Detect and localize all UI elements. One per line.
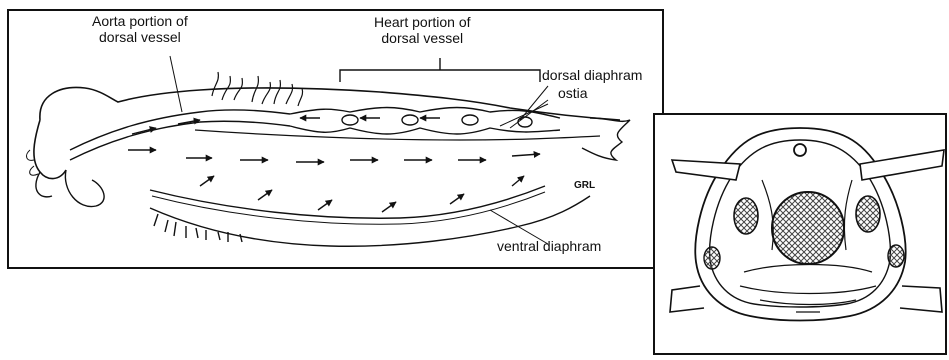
heart-label-line1: Heart portion of [374,14,471,30]
aorta-label-line2: dorsal vessel [92,29,188,45]
heart-label-line2: dorsal vessel [374,30,471,46]
head-outline [36,170,104,207]
aorta-label: Aorta portion of dorsal vessel [92,13,188,45]
ventral-diaphram-label: ventral diaphram [497,238,601,254]
left-spiracle [704,247,720,269]
ostium [342,115,358,125]
longitudinal-section-panel [8,10,663,268]
body-outline [34,87,620,178]
heart-portion-bracket [340,58,540,82]
ostia-label: ostia [558,85,588,101]
left-organ [734,198,758,234]
leg-stubs [154,214,242,242]
aorta-label-line1: Aorta portion of [92,13,188,29]
artist-initials: GRL [574,178,595,194]
tail-outline [582,118,630,160]
right-spiracle [888,245,904,267]
ostium [462,115,478,125]
right-organ [856,196,880,232]
ostium [402,115,418,125]
aorta-tube-lower [70,121,290,160]
leader-lines [170,56,548,244]
gut-section [772,192,844,264]
cross-section-panel [654,114,946,354]
heart-label: Heart portion of dorsal vessel [374,14,471,46]
aorta-tube-upper [70,110,290,150]
dorsal-diaphram-label: dorsal diaphram [542,67,642,83]
ostium [518,117,532,127]
longitudinal-panel-frame [8,10,663,268]
ventral-diaphram-line [150,186,545,218]
